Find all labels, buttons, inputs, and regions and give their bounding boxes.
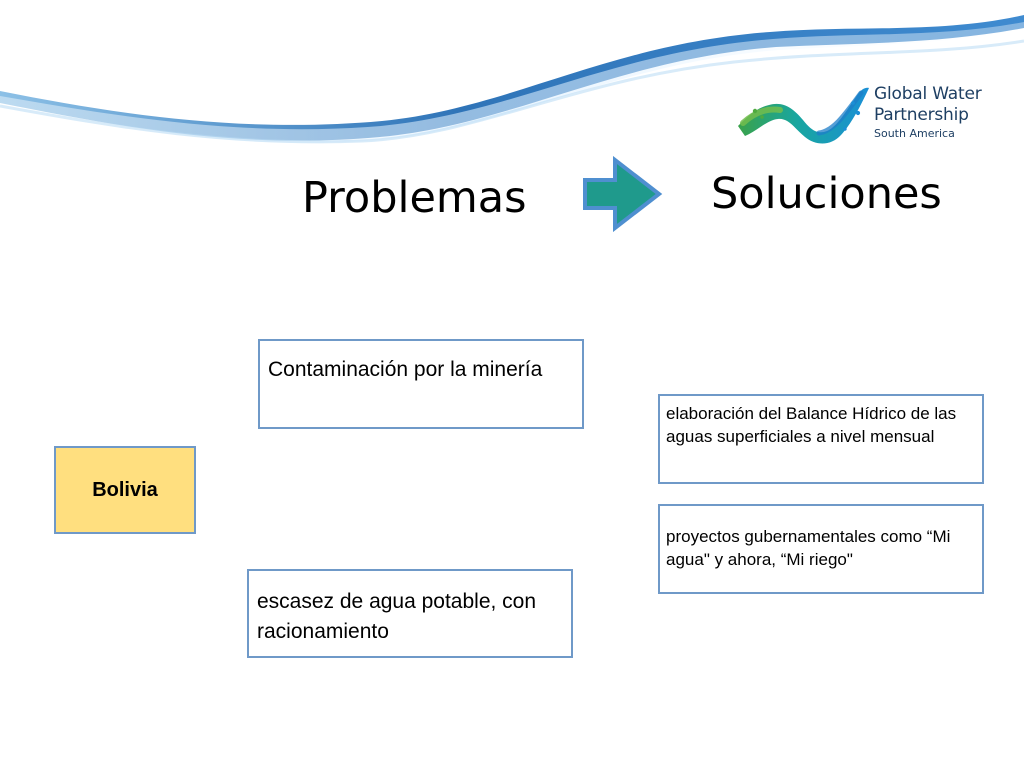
problem-text-water-shortage: escasez de agua potable, con racionamien…	[257, 590, 537, 643]
problem-text-mining: Contaminación por la minería	[268, 358, 543, 381]
global-water-partnership-logo: Global Water Partnership South America	[735, 78, 1005, 148]
logo-region: South America	[874, 127, 955, 140]
logo-line-two: Partnership	[874, 105, 969, 125]
solution-box-government-projects: proyectos gubernamentales como “Mi agua"…	[658, 504, 984, 594]
solution-text-water-balance: elaboración del Balance Hídrico de las a…	[666, 404, 957, 446]
header-wave-icon	[0, 0, 1024, 144]
problem-box-water-shortage: escasez de agua potable, con racionamien…	[247, 569, 573, 658]
water-wave-logo-icon	[738, 87, 869, 144]
problem-box-mining: Contaminación por la minería	[258, 339, 584, 429]
country-label: Bolivia	[92, 478, 158, 501]
problems-heading: Problemas	[302, 173, 527, 223]
solution-box-water-balance: elaboración del Balance Hídrico de las a…	[658, 394, 984, 484]
solution-text-government-projects: proyectos gubernamentales como “Mi agua"…	[666, 527, 951, 569]
logo-line-one: Global Water	[874, 84, 982, 104]
country-box-bolivia: Bolivia	[54, 446, 196, 534]
solutions-heading: Soluciones	[711, 169, 942, 219]
logo-wordmark: Global Water Partnership South America	[874, 84, 1004, 141]
right-arrow-icon	[583, 156, 663, 232]
